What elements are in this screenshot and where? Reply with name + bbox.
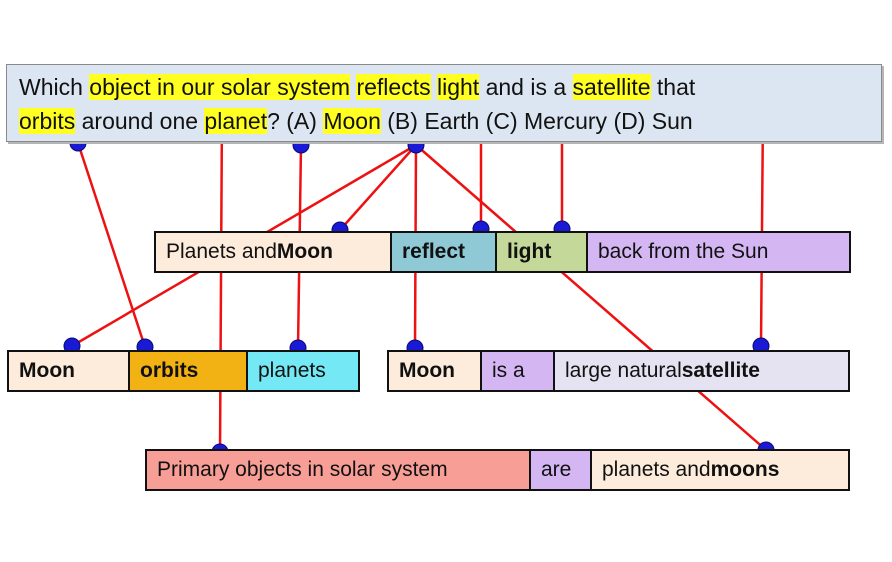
fact-cell: planets (248, 352, 358, 390)
fact-cell: back from the Sun (588, 233, 849, 271)
highlighted-phrase: satellite (572, 74, 651, 100)
fact-cell: orbits (130, 352, 248, 390)
cell-text-bold: satellite (681, 359, 760, 382)
fact-cell: Moon (389, 352, 482, 390)
question-line-1: Which object in our solar system reflect… (19, 73, 695, 101)
question-box: Which object in our solar system reflect… (6, 64, 882, 142)
fact-cell: light (497, 233, 588, 271)
cell-text-bold: Moon (276, 240, 333, 263)
question-segment: ? (A) (267, 108, 324, 134)
cell-text: is a (492, 359, 525, 382)
fact-cell: Moon (9, 352, 130, 390)
fact-row-2: Moon orbits planets (7, 350, 360, 392)
question-segment: and is a (479, 74, 573, 100)
cell-text: Primary objects in solar system (157, 458, 448, 481)
cell-text-bold: light (507, 240, 552, 263)
cell-text: large natural (565, 359, 682, 382)
fact-row-1: Planets and Moon reflect light back from… (154, 231, 851, 273)
cell-text-bold: moons (710, 458, 780, 481)
cell-text: Planets and (166, 240, 277, 263)
fact-row-3: Moon is a large natural satellite (387, 350, 850, 392)
cell-text: planets (258, 359, 326, 382)
question-segment: around one (75, 108, 205, 134)
fact-cell: large natural satellite (555, 352, 848, 390)
question-segment: that (650, 74, 696, 100)
fact-cell: are (531, 451, 592, 489)
highlighted-phrase: Moon (323, 108, 381, 134)
cell-text: are (541, 458, 572, 481)
cell-text-bold: reflect (402, 240, 466, 263)
highlighted-phrase: reflects (356, 74, 431, 100)
cell-text-bold: orbits (140, 359, 199, 382)
highlighted-phrase: object in our solar system (89, 74, 351, 100)
fact-cell: Planets and Moon (156, 233, 392, 271)
cell-text-bold: Moon (19, 359, 75, 382)
fact-cell: Primary objects in solar system (147, 451, 531, 489)
cell-text: planets and (602, 458, 711, 481)
fact-cell: reflect (392, 233, 497, 271)
highlighted-phrase: planet (204, 108, 268, 134)
cell-text-bold: Moon (399, 359, 455, 382)
fact-cell: is a (482, 352, 555, 390)
cell-text: back from the Sun (598, 240, 769, 263)
question-segment: (B) Earth (C) Mercury (D) Sun (380, 108, 693, 134)
question-segment: Which (19, 74, 90, 100)
fact-cell: planets and moons (592, 451, 848, 489)
question-line-2: orbits around one planet? (A) Moon (B) E… (19, 107, 693, 135)
fact-row-4: Primary objects in solar system are plan… (145, 449, 850, 491)
highlighted-phrase: orbits (19, 108, 76, 134)
highlighted-phrase: light (437, 74, 480, 100)
